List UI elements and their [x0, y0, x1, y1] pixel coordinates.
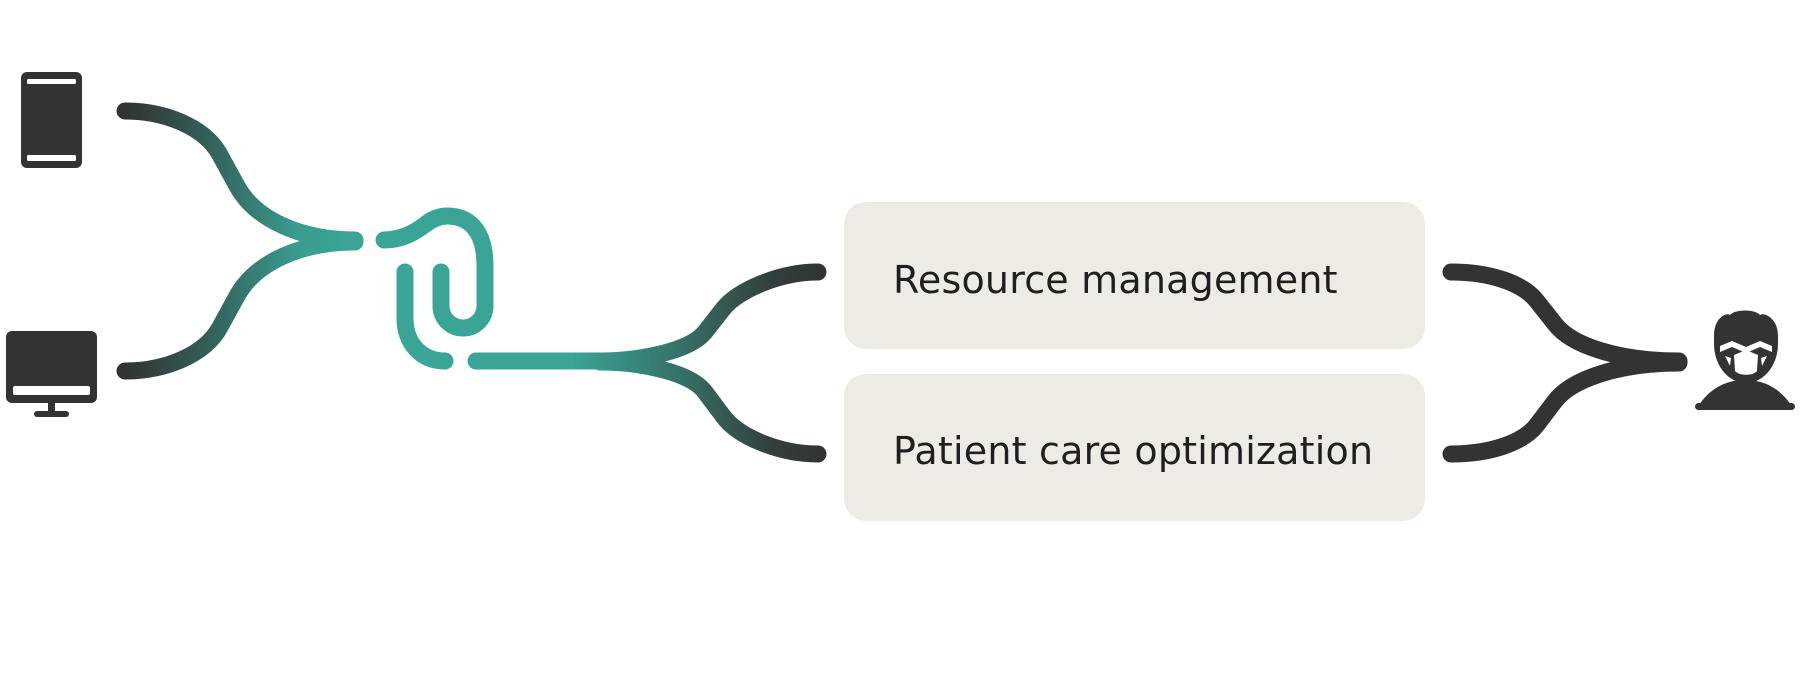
- desktop-monitor-icon: [6, 331, 97, 417]
- integration-hub-logo-icon: [375, 207, 494, 370]
- connector-hub-to-patient-care: [591, 353, 827, 463]
- input-connectors: [116, 102, 364, 380]
- connector-resource-management-to-user: [1442, 263, 1688, 370]
- card-patient-care-optimization: Patient care optimization: [844, 374, 1425, 521]
- card-label: Patient care optimization: [893, 429, 1373, 473]
- mobile-phone-icon: [21, 72, 82, 168]
- connector-phone-to-hub: [116, 102, 364, 249]
- connector-hub-to-resource-management: [467, 263, 827, 370]
- masked-user-icon: [1695, 310, 1795, 410]
- connector-desktop-to-hub: [116, 233, 364, 380]
- connector-patient-care-to-user: [1442, 354, 1688, 463]
- card-label: Resource management: [893, 258, 1338, 302]
- target-connectors: [1442, 263, 1688, 463]
- card-resource-management: Resource management: [844, 202, 1425, 349]
- output-connectors: [467, 263, 827, 463]
